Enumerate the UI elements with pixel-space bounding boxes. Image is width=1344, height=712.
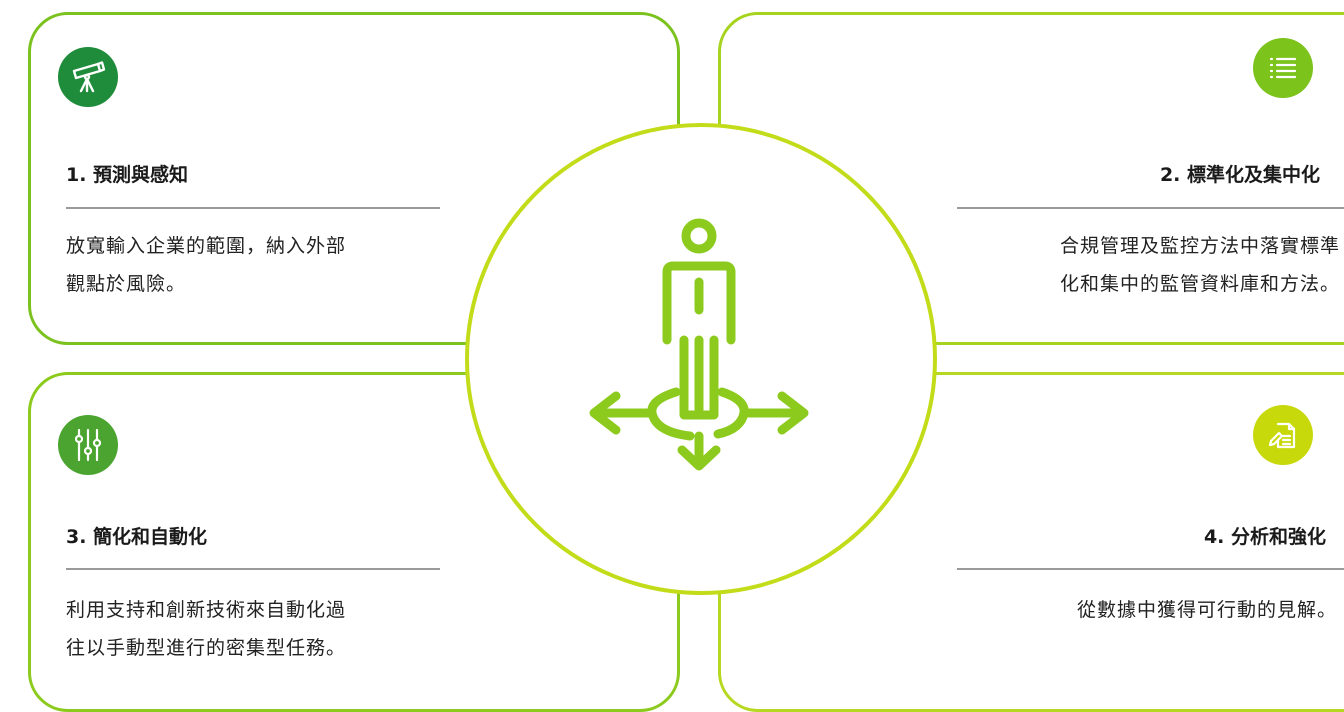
quadrant-2-description: 合規管理及監控方法中落實標準 化和集中的監管資料庫和方法。 — [945, 227, 1340, 303]
sliders-icon — [58, 415, 118, 475]
document-edit-icon — [1253, 405, 1313, 465]
description-line: 往以手動型進行的密集型任務。 — [66, 637, 347, 659]
telescope-icon — [58, 47, 118, 107]
description-line: 放寬輸入企業的範圍，納入外部 — [66, 235, 347, 257]
divider — [66, 568, 440, 570]
quadrant-3-description: 利用支持和創新技術來自動化過 往以手動型進行的密集型任務。 — [66, 591, 451, 667]
description-line: 合規管理及監控方法中落實標準 — [1059, 235, 1340, 257]
description-line: 從數據中獲得可行動的見解。 — [1076, 599, 1337, 621]
quadrant-4-description: 從數據中獲得可行動的見解。 — [945, 591, 1337, 629]
quadrant-1-description: 放寬輸入企業的範圍，納入外部 觀點於風險。 — [66, 227, 451, 303]
quadrant-4-title: 4. 分析和強化 — [1203, 526, 1326, 548]
quadrant-1-title: 1. 預測與感知 — [66, 164, 189, 186]
description-line: 利用支持和創新技術來自動化過 — [66, 599, 347, 621]
quadrant-2-title: 2. 標準化及集中化 — [1159, 164, 1320, 186]
description-line: 觀點於風險。 — [66, 273, 187, 295]
list-icon — [1253, 38, 1313, 98]
divider — [957, 568, 1344, 570]
divider — [66, 207, 440, 209]
person-directions-icon — [589, 218, 809, 471]
divider — [957, 207, 1344, 209]
description-line: 化和集中的監管資料庫和方法。 — [1059, 273, 1340, 295]
quadrant-3-title: 3. 簡化和自動化 — [66, 526, 208, 548]
